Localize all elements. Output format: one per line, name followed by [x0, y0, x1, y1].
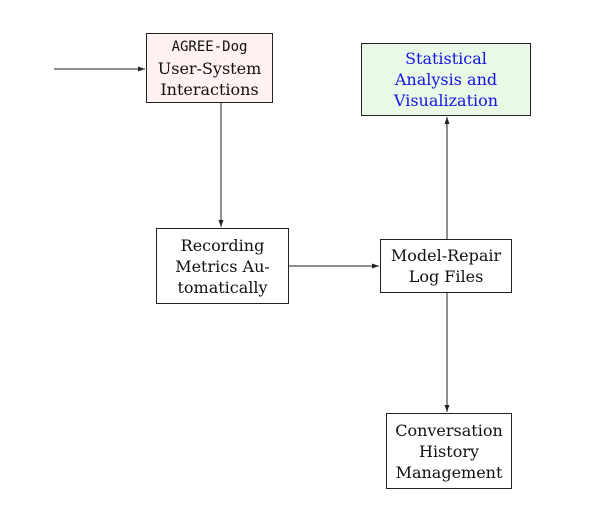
node-interactions-line2: User-System — [157, 58, 262, 78]
node-agree-dog-interactions: AGREE-Dog User-System Interactions — [146, 33, 273, 103]
node-interactions-title: AGREE-Dog — [171, 38, 248, 55]
node-analysis-line2: Analysis and — [394, 70, 498, 89]
node-recording-line1: Recording — [180, 235, 265, 255]
node-model-repair-logs: Model-Repair Log Files — [380, 239, 512, 293]
node-analysis-line1: Statistical — [405, 49, 487, 68]
node-conversation-history: Conversation History Management — [386, 413, 512, 489]
node-history-line2: History — [418, 441, 480, 461]
node-recording-line2: Metrics Au- — [175, 256, 270, 276]
node-repair-line1: Model-Repair — [390, 246, 502, 265]
node-repair-line2: Log Files — [408, 267, 484, 286]
node-analysis-line3: Visualization — [393, 91, 499, 110]
node-history-line1: Conversation — [395, 420, 503, 440]
node-interactions-line3: Interactions — [160, 79, 259, 99]
node-statistical-analysis: Statistical Analysis and Visualization — [361, 43, 531, 116]
node-history-line3: Management — [395, 462, 503, 482]
node-recording-line3: tomatically — [177, 277, 268, 297]
node-recording-metrics: Recording Metrics Au- tomatically — [156, 228, 289, 304]
